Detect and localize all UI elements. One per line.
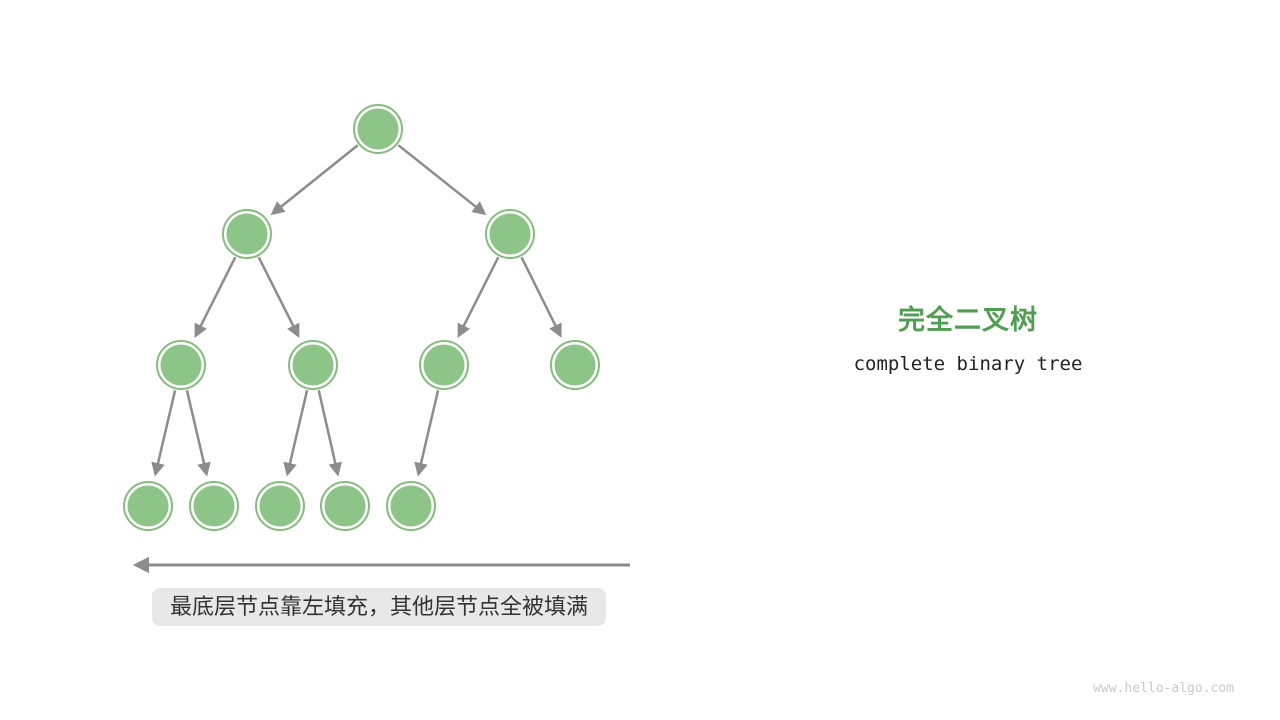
tree-node [485, 209, 535, 259]
tree-node [353, 104, 403, 154]
binary-tree-diagram [123, 104, 630, 574]
tree-edge [151, 390, 177, 477]
tree-edge [257, 256, 300, 338]
tree-edge [457, 256, 500, 338]
tree-edge [194, 256, 237, 338]
tree-edge [317, 390, 342, 477]
tree-node [386, 481, 436, 531]
tree-edge [414, 390, 440, 477]
legend-subtitle: complete binary tree [853, 353, 1083, 375]
caption-box: 最底层节点靠左填充，其他层节点全被填满 [151, 588, 607, 626]
tree-edge [520, 256, 562, 338]
tree-node [419, 340, 469, 390]
tree-node [123, 481, 173, 531]
caption-text: 最底层节点靠左填充，其他层节点全被填满 [169, 594, 589, 619]
tree-node [550, 340, 600, 390]
tree-node [288, 340, 338, 390]
tree-node [156, 340, 206, 390]
tree-node [255, 481, 305, 531]
tree-node [189, 481, 239, 531]
legend-title: 完全二叉树 [898, 305, 1038, 335]
tree-node [222, 209, 272, 259]
tree-edge [397, 144, 487, 216]
tree-edge [270, 144, 359, 216]
tree-edge [185, 390, 211, 477]
watermark: www.hello-algo.com [1093, 681, 1234, 696]
legend: 完全二叉树 complete binary tree [854, 298, 1083, 375]
tree-node [320, 481, 370, 531]
tree-edge [283, 390, 309, 477]
